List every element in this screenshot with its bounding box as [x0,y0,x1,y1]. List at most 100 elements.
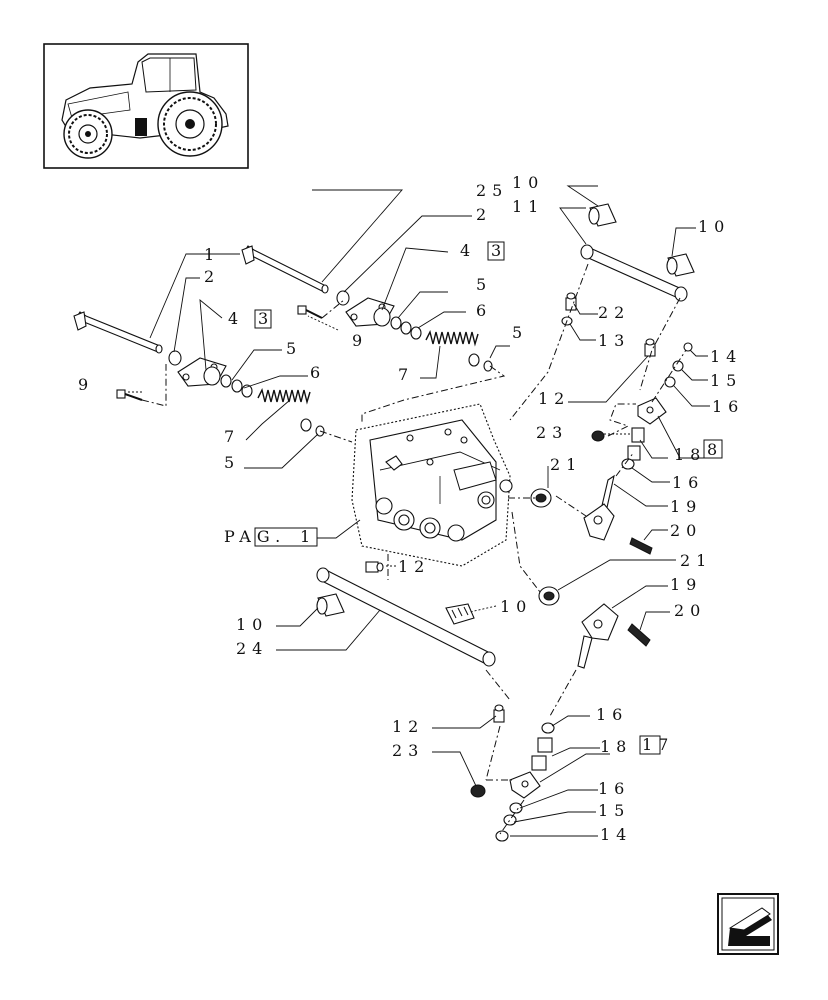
callout-12-mid: 12 [398,557,430,576]
callout-5-c: 5 [512,323,528,342]
callout-10-lower: 10 [236,615,268,634]
sleeve-10-right [666,253,695,277]
washer-16-top [664,376,676,388]
washer-2-left [168,350,182,366]
lever-18-lower [509,771,541,799]
washer-16-lower [541,722,555,734]
previous-page-arrow-icon[interactable] [717,893,779,955]
callout-17: 17 [642,735,674,754]
valve-body [351,403,513,567]
callout-24: 24 [236,639,268,658]
washer-16-bottom [509,802,523,814]
tractor-thumbnail-icon [43,43,249,169]
spring-7-left [257,387,311,405]
bushing-21-top [530,488,552,508]
callout-3-left: 3 [258,309,274,328]
callout-18-top: 18 [674,445,706,464]
plug-23-top [591,430,605,442]
callout-9-right: 9 [352,331,368,350]
callout-labels: 1 2 25 2 4 3 4 3 5 5 5 5 6 6 7 7 9 9 10 … [78,173,744,844]
shaft-1 [73,311,163,354]
ring-5-right [483,360,493,372]
callout-12-lower: 12 [392,717,424,736]
callout-11: 11 [512,197,544,216]
callout-20-lower: 20 [674,601,706,620]
lever-18-top [637,397,667,425]
callout-4-left: 4 [228,309,244,328]
callout-23-lower: 23 [392,741,424,760]
ref-box-3-right [487,241,505,261]
washer-5-left [300,418,312,432]
shaft-24 [316,567,496,667]
grease-nipple-12-top [644,338,656,357]
arm-19-lower [577,603,619,669]
callout-21-lower: 21 [680,551,712,570]
callout-2-left: 2 [204,267,220,286]
callout-23-top: 23 [536,423,568,442]
shaft-11 [580,244,688,302]
callout-18-lower: 18 [600,737,632,756]
callout-15-top: 15 [710,371,742,390]
callout-7-left: 7 [224,427,240,446]
washer-15-bottom [503,814,517,826]
callout-5-a: 5 [286,339,302,358]
washer-2-right [336,290,350,306]
callout-2-right: 2 [476,205,492,224]
assembly-centerlines [141,263,687,835]
flange-4-left [177,357,227,387]
clip-10-lower [445,603,475,625]
ring-14-top [683,342,693,352]
plug-23-lower [470,784,486,798]
callout-20-top: 20 [670,521,702,540]
seal-5-left [231,379,243,393]
grease-nipple-12-mid [365,561,384,573]
callout-14-bottom: 14 [600,825,632,844]
callout-16-mid: 16 [672,473,704,492]
callout-10-top: 10 [512,173,544,192]
callout-13: 13 [598,331,630,350]
callout-16-lower: 16 [596,705,628,724]
callout-9-left: 9 [78,375,94,394]
ring-14-bottom [495,830,509,842]
callout-pag-number: 1 [300,527,316,546]
washer-16-mid [621,458,635,470]
grease-nipple-12-lower [493,704,505,723]
bolt-9-right [297,305,323,319]
washer-5-right [468,353,480,367]
arm-19-top [583,474,615,541]
spring-7-right [425,329,479,347]
seal-5-right [400,321,412,335]
bushing-5-right [390,316,402,330]
sleeve-10-lower [316,593,345,617]
leader-lines [126,185,710,837]
bushing-5-left [220,374,232,388]
bolt-9-left [116,389,143,401]
callout-10-clip: 10 [500,597,532,616]
pin-20-top [629,537,653,555]
callout-8: 8 [707,440,723,459]
ref-box-pag [254,527,318,547]
ref-box-17 [639,735,661,755]
callout-7-right: 7 [398,365,414,384]
callout-25: 25 [476,181,508,200]
shaft-25 [241,245,329,294]
callout-16-top: 16 [712,397,744,416]
callout-12-top: 12 [538,389,570,408]
washer-15-top [672,360,684,372]
washer-6-right [410,326,422,340]
sleeve-10-top [588,203,617,227]
bushings-18-lower [531,737,553,771]
callout-6-right: 6 [476,301,492,320]
flange-4-right [345,297,395,327]
callout-19-top: 19 [670,497,702,516]
callout-pag: PAG. [224,527,286,546]
callout-15-bottom: 15 [598,801,630,820]
bushings-18-top [627,427,645,461]
callout-14-top: 14 [710,347,742,366]
callout-10-right: 10 [698,217,730,236]
callout-16-bottom: 16 [598,779,630,798]
callout-3-right: 3 [491,241,507,260]
callout-21-top: 21 [550,455,582,474]
pin-20-lower [627,623,651,647]
